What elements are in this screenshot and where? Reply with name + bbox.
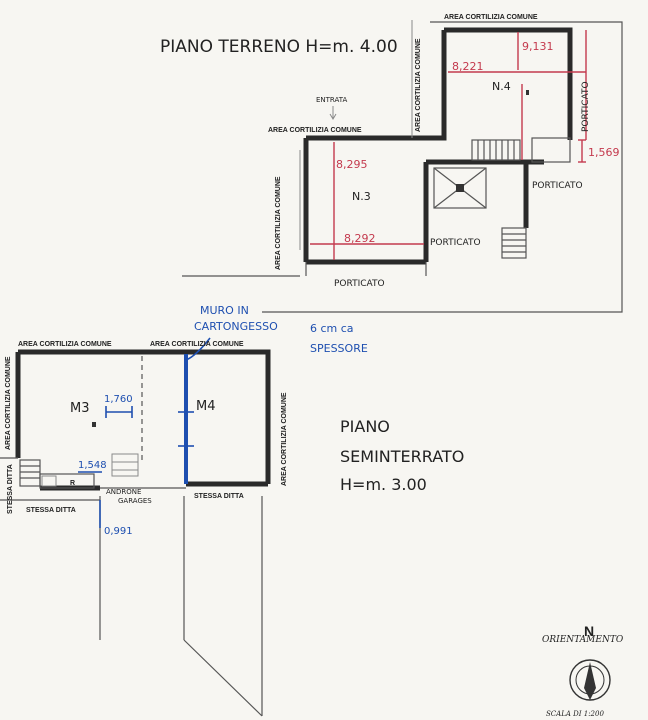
- site-boundary-line: [262, 21, 623, 313]
- entrance-arrowhead: [329, 113, 337, 120]
- basement-wall-north-east: [18, 349, 271, 484]
- stair-treads-top: [471, 139, 521, 161]
- porch-box: [531, 137, 571, 163]
- unit-n4-mark: [526, 90, 529, 95]
- basement-courtyard-label-2: AREA CORTILIZIA COMUNE: [150, 341, 244, 348]
- entrance-label: ENTRATA: [316, 96, 347, 104]
- stessa-ditta-vertical: STESSA DITTA: [7, 464, 14, 514]
- room-r-label: R: [70, 480, 75, 487]
- dimension-1548: 1,548: [78, 460, 107, 471]
- courtyard-label-vertical-n3: AREA CORTILIZIA COMUNE: [275, 176, 282, 270]
- room-r-grid: [41, 475, 57, 487]
- basement-title-line1: PIANO: [340, 417, 390, 436]
- drywall-note-leader: [185, 337, 211, 361]
- dimension-9131: 9,131: [522, 40, 554, 53]
- ground-floor-title: PIANO TERRENO H=m. 4.00: [160, 37, 398, 57]
- dimension-8292: 8,292: [344, 232, 376, 245]
- basement-title-line3: H=m. 3.00: [340, 475, 427, 494]
- dimension-1569: 1,569: [588, 146, 620, 159]
- porticato-label-bottom: PORTICATO: [334, 279, 385, 289]
- thickness-note-line2: SPESSORE: [310, 342, 368, 355]
- stessa-ditta-west: STESSA DITTA: [26, 507, 76, 514]
- room-r-box: [39, 473, 95, 489]
- stair-newel: [456, 184, 464, 192]
- basement-stair: [19, 459, 41, 487]
- basement-plan: PIANO SEMINTERRATO H=m. 3.00 MURO IN CAR…: [0, 304, 464, 717]
- dimension-0991: 0,991: [104, 526, 133, 537]
- stair-well: [433, 167, 487, 209]
- ground-floor-plan: PIANO TERRENO H=m. 4.00: [160, 14, 623, 313]
- red-dimension-lines: [310, 30, 587, 260]
- garage-steps: [111, 453, 139, 477]
- courtyard-label-top: AREA CORTILIZIA COMUNE: [444, 14, 538, 21]
- porticato-label-mid: PORTICATO: [430, 238, 481, 248]
- courtyard-label-west: AREA CORTILIZIA COMUNE: [268, 127, 362, 134]
- androne-label-line2: GARAGES: [118, 497, 152, 505]
- drywall-note-line1: MURO IN: [200, 304, 249, 317]
- porticato-label-n4-vertical: PORTICATO: [581, 81, 591, 132]
- courtyard-label-vertical-n4: AREA CORTILIZIA COMUNE: [415, 38, 422, 132]
- basement-courtyard-label-vertical-west: AREA CORTILIZIA COMUNE: [5, 356, 12, 450]
- porticato-label-east: PORTICATO: [532, 181, 583, 191]
- stessa-ditta-east: STESSA DITTA: [194, 493, 244, 500]
- unit-n4-wall-north-east: [444, 27, 573, 140]
- basement-title-line2: SEMINTERRATO: [340, 447, 464, 466]
- boundary-basement-diag: [183, 639, 263, 717]
- north-letter: N: [584, 623, 594, 639]
- orientation-label: ORIENTAMENTO: [542, 635, 624, 645]
- orientation-block: ORIENTAMENTO N SCALA DI 1:200: [542, 623, 624, 718]
- unit-n4-label: N.4: [492, 80, 511, 93]
- basement-courtyard-label-vertical-east: AREA CORTILIZIA COMUNE: [281, 392, 288, 486]
- stair-treads-side: [501, 227, 527, 259]
- unit-m4-label: M4: [196, 399, 216, 414]
- scale-label: SCALA DI 1:200: [546, 710, 604, 718]
- unit-m3-label: M3: [70, 401, 90, 416]
- stair-core-wall: [426, 159, 529, 228]
- thickness-note-line1: 6 cm ca: [310, 322, 354, 335]
- dimension-8295: 8,295: [336, 158, 368, 171]
- androne-label-line1: ANDRONE: [106, 488, 141, 496]
- drywall-note-line2: CARTONGESSO: [194, 320, 278, 333]
- dimension-1760: 1,760: [104, 394, 133, 405]
- unit-n4-wall-west: [420, 30, 447, 141]
- dimension-8221: 8,221: [452, 60, 484, 73]
- north-arrow-icon: [584, 662, 596, 700]
- unit-m3-mark: [92, 422, 96, 427]
- unit-n3-label: N.3: [352, 190, 371, 203]
- basement-courtyard-label-1: AREA CORTILIZIA COMUNE: [18, 341, 112, 348]
